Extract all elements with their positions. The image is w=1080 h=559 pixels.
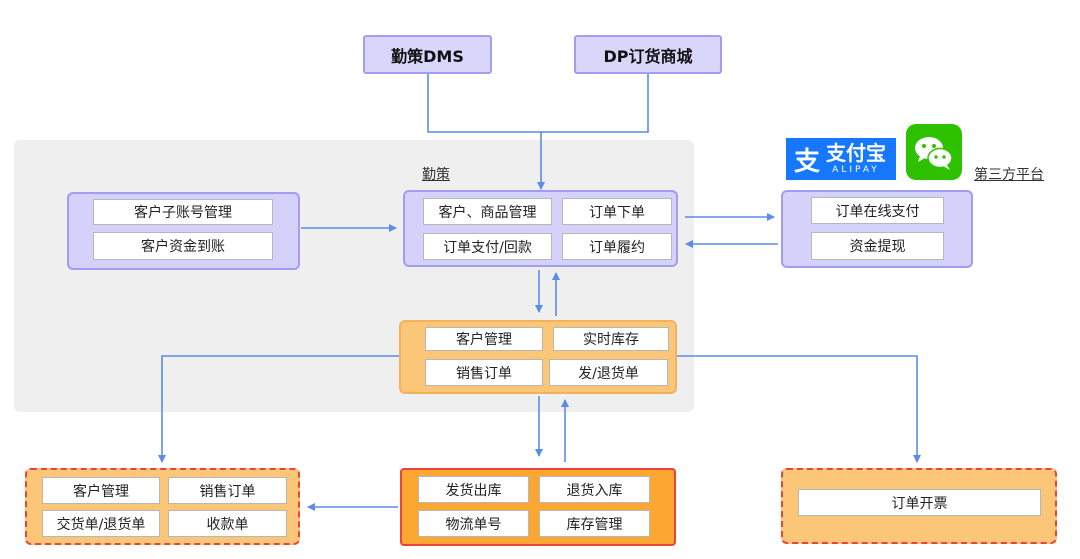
erp-to-finance-arrow: [158, 355, 399, 463]
dp-to-core-line: [541, 74, 649, 133]
tracking-number-cell: 物流单号: [418, 510, 529, 537]
inventory-mgmt-cell: 库存管理: [539, 510, 650, 537]
customer-sub-account-cell: 客户子账号管理: [93, 199, 273, 225]
order-online-payment-cell: 订单在线支付: [811, 197, 944, 224]
order-invoice-cell: 订单开票: [798, 489, 1041, 516]
finance-customer-mgmt-cell: 客户管理: [42, 477, 160, 504]
qince-dms-box: 勤策DMS: [363, 35, 492, 74]
order-fulfillment-cell: 订单履约: [562, 233, 672, 260]
customer-product-mgmt-cell: 客户、商品管理: [423, 198, 552, 225]
erp-delivery-return-cell: 发/退货单: [549, 359, 668, 386]
order-placement-cell: 订单下单: [562, 198, 672, 225]
outbound-shipment-cell: 发货出库: [418, 476, 529, 503]
dp-mall-box: DP订货商城: [574, 35, 722, 74]
alipay-logo: 支 支付宝 ALIPAY: [786, 138, 896, 180]
receipt-note-cell: 收款单: [168, 510, 287, 537]
customer-fund-arrival-cell: 客户资金到账: [93, 232, 273, 260]
alipay-latin: ALIPAY: [832, 165, 880, 175]
delivery-return-note-cell: 交货单/退货单: [42, 510, 160, 537]
erp-realtime-stock-cell: 实时库存: [553, 327, 669, 351]
fund-withdrawal-cell: 资金提现: [811, 232, 944, 260]
qince-region-label: 勤策: [422, 167, 450, 183]
alipay-name: 支付宝: [826, 141, 886, 165]
erp-to-invoice-arrow: [677, 355, 921, 463]
order-payment-cell: 订单支付/回款: [423, 233, 552, 260]
erp-sales-order-cell: 销售订单: [425, 359, 543, 386]
return-inbound-cell: 退货入库: [539, 476, 650, 503]
third-party-label: 第三方平台: [974, 167, 1044, 183]
alipay-glyph: 支: [793, 146, 820, 177]
wechat-icon: [906, 124, 962, 180]
dms-to-core-arrow: [427, 74, 545, 190]
erp-customer-mgmt-cell: 客户管理: [425, 327, 543, 351]
finance-sales-order-cell: 销售订单: [168, 477, 287, 504]
